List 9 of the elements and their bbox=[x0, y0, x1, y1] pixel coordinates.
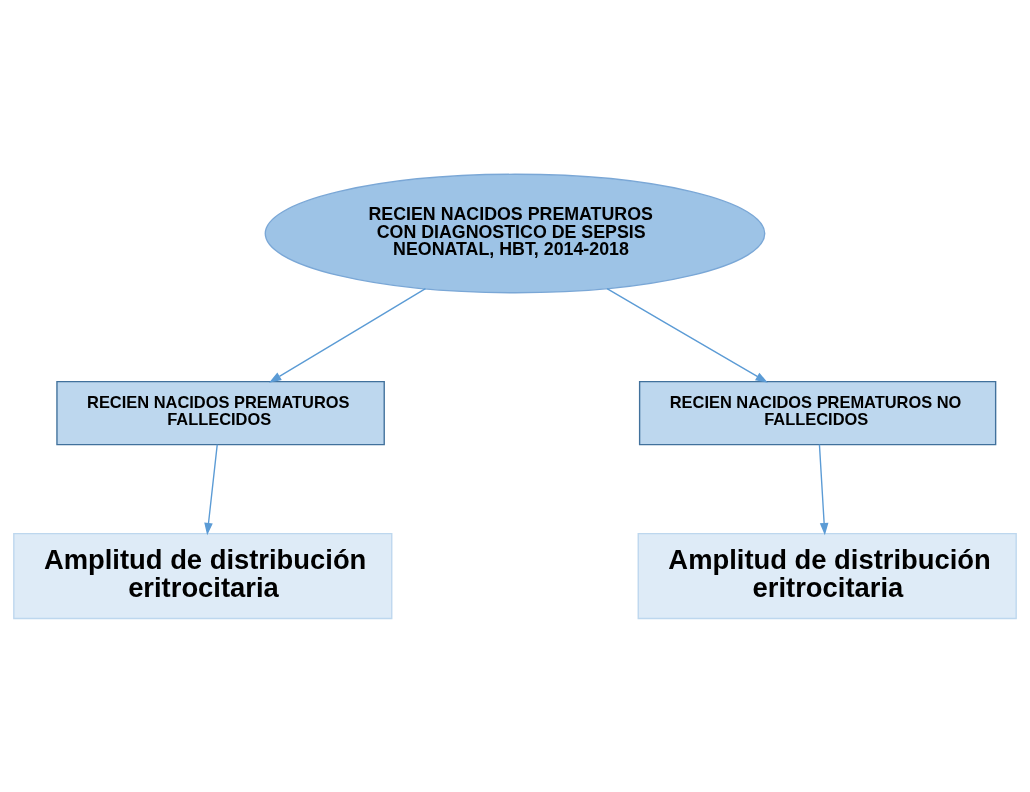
arrow bbox=[606, 287, 768, 383]
arrow bbox=[818, 443, 829, 535]
arrow bbox=[204, 443, 218, 535]
node-box: Amplitud de distribución eritrocitaria bbox=[637, 532, 1017, 619]
arrow bbox=[269, 287, 427, 383]
node-box: Amplitud de distribución eritrocitaria bbox=[13, 532, 393, 619]
node-ellipse: RECIEN NACIDOS PREMATUROS CON DIAGNOSTICO DE SEPSIS NEONATAL, HBT, 2014-2018 bbox=[264, 173, 766, 293]
node-box: RECIEN NACIDOS PREMATUROS NO FALLECIDOS bbox=[638, 380, 997, 445]
node-box: RECIEN NACIDOS PREMATUROS FALLECIDOS bbox=[56, 380, 385, 445]
